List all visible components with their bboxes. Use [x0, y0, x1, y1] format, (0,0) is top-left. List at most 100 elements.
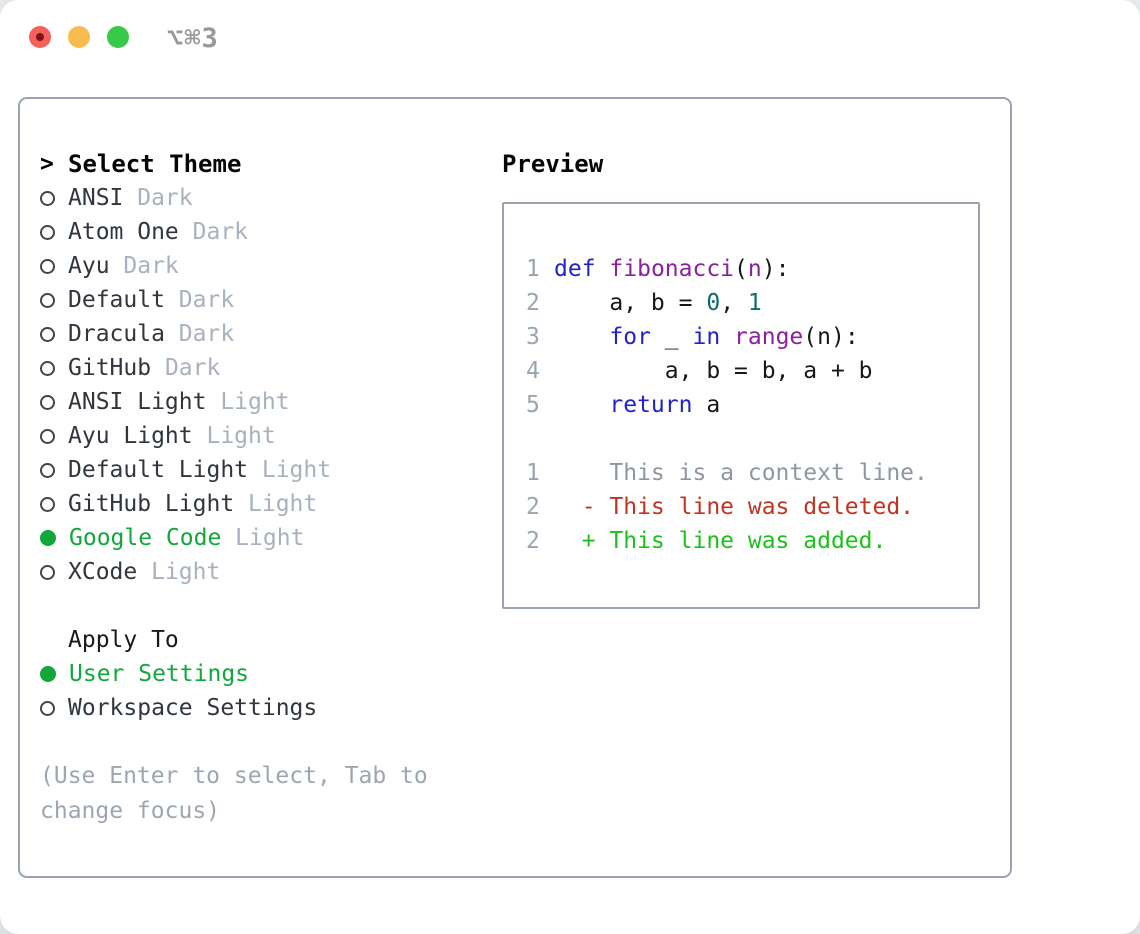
zoom-button[interactable]	[107, 26, 129, 48]
theme-option[interactable]: XCode Light	[40, 555, 440, 589]
theme-option[interactable]: Google Code Light	[40, 521, 440, 555]
theme-option[interactable]: ANSI Dark	[40, 181, 440, 215]
code-token-add: + This line was added.	[554, 528, 887, 554]
option-label: XCode	[68, 559, 138, 585]
diff-line: 2 - This line was deleted.	[526, 490, 978, 524]
option-label: ANSI	[68, 185, 124, 211]
cursor-icon: >	[40, 151, 54, 177]
diff-block: 1 This is a context line.2 - This line w…	[526, 456, 978, 558]
option-label: Ayu Light	[68, 423, 193, 449]
theme-option[interactable]: Ayu Light Light	[40, 419, 440, 453]
option-label: Workspace Settings	[68, 695, 318, 721]
radio-unselected-icon	[40, 326, 55, 342]
line-number: 2	[526, 494, 540, 520]
close-button-dot-icon	[36, 33, 44, 41]
code-line: 4 a, b = b, a + b	[526, 354, 978, 388]
code-token-kwd: for	[609, 324, 651, 350]
code-token-typ: range	[734, 324, 804, 350]
option-label: Default Light	[68, 457, 249, 483]
option-label: Default	[68, 287, 165, 313]
theme-variant-label: Dark	[151, 355, 221, 381]
code-line: 5 return a	[526, 388, 978, 422]
code-line: 2 a, b = 0, 1	[526, 286, 978, 320]
code-token-typ: fibonacci	[609, 256, 735, 282]
option-label: Atom One	[68, 219, 179, 245]
theme-variant-label: Light	[248, 457, 332, 483]
radio-unselected-icon	[40, 462, 55, 478]
theme-option[interactable]: Default Light Light	[40, 453, 440, 487]
radio-unselected-icon	[40, 564, 55, 580]
code-token-pln: ,	[720, 290, 748, 316]
apply-to-option[interactable]: User Settings	[40, 657, 440, 691]
radio-unselected-icon	[40, 360, 55, 376]
theme-variant-label: Light	[221, 525, 305, 551]
radio-unselected-icon	[40, 224, 55, 240]
code-token-del: - This line was deleted.	[554, 494, 915, 520]
select-theme-title: Select Theme	[68, 150, 242, 178]
code-token-pln: ):	[761, 256, 790, 282]
code-token-pln: _	[650, 324, 693, 350]
theme-option[interactable]: GitHub Dark	[40, 351, 440, 385]
diff-line: 2 + This line was added.	[526, 524, 978, 558]
theme-variant-label: Light	[192, 423, 276, 449]
line-number: 1	[526, 460, 540, 486]
line-number: 1	[526, 256, 540, 282]
theme-option[interactable]: Dracula Dark	[40, 317, 440, 351]
code-token-typ: n	[747, 256, 762, 282]
radio-unselected-icon	[40, 700, 55, 716]
spacer	[526, 422, 978, 456]
keyboard-hint: (Use Enter to select, Tab to change focu…	[40, 763, 428, 824]
code-token-ctx: This is a context line.	[554, 460, 928, 486]
theme-variant-label: Light	[137, 559, 221, 585]
theme-option[interactable]: Default Dark	[40, 283, 440, 317]
theme-option[interactable]: Atom One Dark	[40, 215, 440, 249]
code-token-pln: (n):	[803, 324, 859, 350]
theme-variant-label: Dark	[109, 253, 179, 279]
diff-line: 1 This is a context line.	[526, 456, 978, 490]
radio-selected-icon	[40, 530, 56, 546]
code-token-pln	[596, 256, 610, 282]
minimize-button[interactable]	[68, 26, 90, 48]
window-title: ⌥⌘3	[167, 23, 219, 54]
theme-option[interactable]: GitHub Light Light	[40, 487, 440, 521]
apply-to-option[interactable]: Workspace Settings	[40, 691, 440, 725]
code-token-pln: (	[734, 256, 748, 282]
close-button[interactable]	[29, 26, 51, 48]
spacer	[40, 589, 440, 623]
theme-option[interactable]: Ayu Dark	[40, 249, 440, 283]
line-number: 4	[526, 358, 540, 384]
line-number: 2	[526, 290, 540, 316]
radio-selected-icon	[40, 666, 56, 682]
code-token-lit: 0	[706, 290, 721, 316]
theme-variant-label: Dark	[178, 219, 249, 245]
code-token-kwd: return	[609, 392, 693, 418]
spacer	[40, 725, 440, 759]
option-label: User Settings	[69, 661, 250, 687]
option-label: Google Code	[69, 525, 222, 551]
line-number: 5	[526, 392, 540, 418]
theme-option[interactable]: ANSI Light Light	[40, 385, 440, 419]
theme-variant-label: Light	[234, 491, 318, 517]
radio-unselected-icon	[40, 292, 55, 308]
radio-unselected-icon	[40, 258, 55, 274]
option-label: GitHub	[68, 355, 152, 381]
line-number: 3	[526, 324, 540, 350]
line-number: 2	[526, 528, 540, 554]
code-token-pln: a, b = b, a + b	[554, 358, 873, 384]
option-label: Ayu	[68, 253, 110, 279]
radio-unselected-icon	[40, 428, 55, 444]
theme-variant-label: Dark	[164, 287, 235, 313]
radio-unselected-icon	[40, 190, 55, 206]
option-label: ANSI Light	[68, 389, 207, 415]
apply-to-title: Apply To	[68, 627, 179, 653]
option-label: Dracula	[68, 321, 165, 347]
